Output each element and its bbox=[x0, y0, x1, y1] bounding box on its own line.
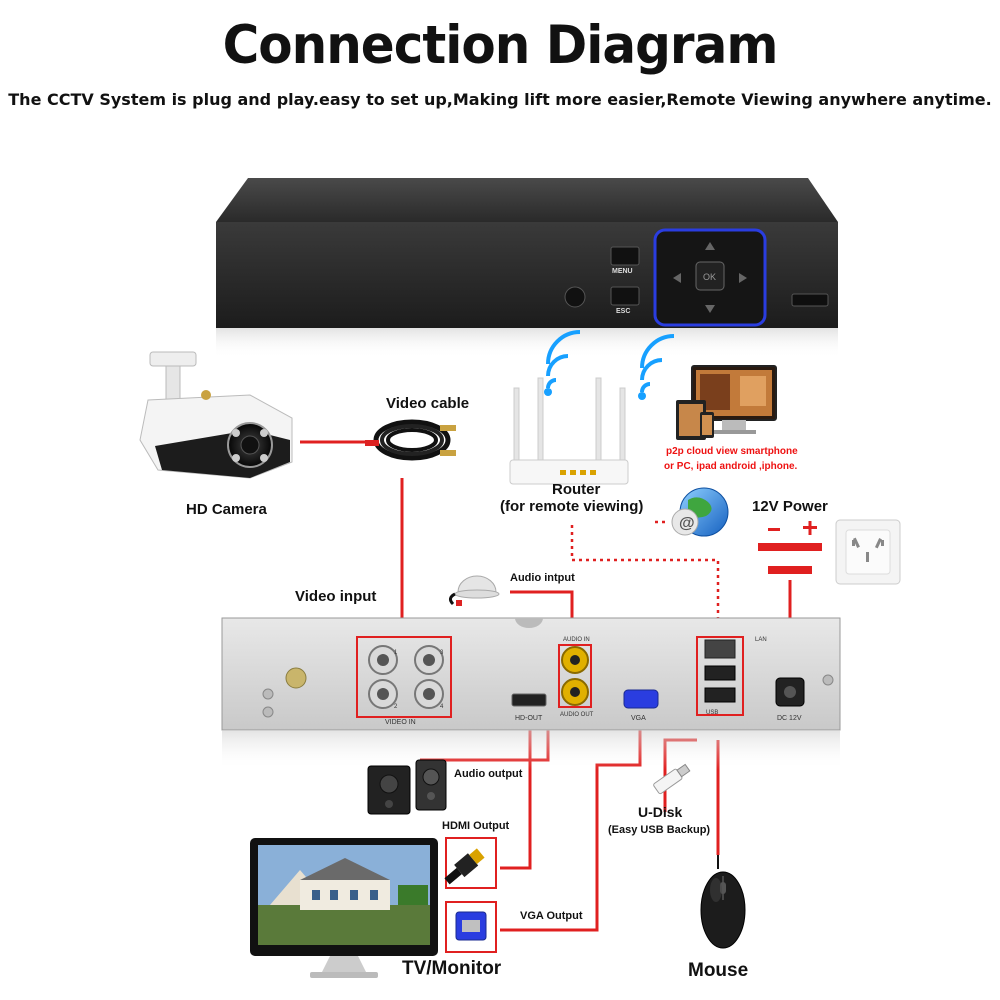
esc-button[interactable] bbox=[610, 286, 640, 306]
label-router: Router bbox=[552, 481, 601, 498]
bnc-number-3: 3 bbox=[440, 650, 444, 656]
bnc-number-4: 4 bbox=[440, 704, 444, 710]
wall-outlet-icon bbox=[835, 519, 901, 585]
menu-label: MENU bbox=[612, 268, 633, 275]
video-input-highlight bbox=[356, 636, 452, 718]
esc-label: ESC bbox=[616, 308, 630, 315]
coax-cable-icon bbox=[365, 419, 456, 461]
bullet-camera-icon bbox=[139, 351, 293, 479]
speaker-grille-icon bbox=[564, 286, 586, 308]
ok-button[interactable] bbox=[695, 261, 725, 291]
label-tv-monitor: TV/Monitor bbox=[402, 958, 502, 979]
dc-power-icon bbox=[758, 521, 822, 574]
wire-lan-dashed bbox=[570, 525, 720, 635]
label-vga-output: VGA Output bbox=[520, 910, 583, 922]
front-usb-slot bbox=[791, 293, 829, 307]
rear-hd-out-label: HD-OUT bbox=[515, 715, 543, 722]
label-p2p-line1: p2p cloud view smartphone bbox=[666, 446, 798, 457]
wifi-router-icon bbox=[509, 377, 629, 485]
rear-video-in-label: VIDEO IN bbox=[385, 719, 416, 726]
hdmi-connector-icon bbox=[444, 837, 497, 889]
speakers-icon bbox=[367, 759, 447, 815]
page-subtitle: The CCTV System is plug and play.easy to… bbox=[8, 90, 992, 109]
rear-vga-label: VGA bbox=[631, 715, 646, 722]
label-video-input: Video input bbox=[295, 588, 377, 605]
monitor-icon bbox=[250, 838, 438, 978]
page-title: Connection Diagram bbox=[222, 14, 779, 76]
menu-button[interactable] bbox=[610, 246, 640, 266]
vga-connector-icon bbox=[445, 901, 497, 953]
label-hd-camera: HD Camera bbox=[186, 501, 267, 518]
rear-audio-in-label: AUDIO IN bbox=[563, 637, 590, 643]
label-mouse: Mouse bbox=[688, 960, 749, 981]
label-audio-output: Audio output bbox=[454, 768, 523, 780]
wifi-signal-icon bbox=[546, 330, 675, 393]
label-p2p-line2: or PC, ipad android ,iphone. bbox=[664, 461, 798, 472]
rear-lan-label: LAN bbox=[755, 637, 767, 643]
label-12v-power: 12V Power bbox=[752, 498, 828, 515]
rear-usb-label: USB bbox=[706, 710, 718, 716]
label-hdmi-output: HDMI Output bbox=[442, 820, 510, 832]
label-audio-input: Audio intput bbox=[510, 572, 575, 584]
label-router-note: (for remote viewing) bbox=[500, 498, 644, 515]
microphone-icon bbox=[448, 575, 500, 606]
usb-drive-icon bbox=[653, 763, 691, 795]
bnc-number-1: 1 bbox=[394, 650, 398, 656]
bnc-video-inputs bbox=[368, 645, 444, 709]
multi-device-icon bbox=[676, 365, 777, 440]
svg-text:@: @ bbox=[679, 515, 695, 532]
rear-audio-out-label: AUDIO OUT bbox=[560, 712, 594, 718]
dvr-front-unit bbox=[216, 178, 838, 358]
mouse-icon bbox=[700, 855, 746, 949]
label-video-cable: Video cable bbox=[386, 395, 470, 412]
internet-globe-icon: @ bbox=[671, 487, 729, 537]
rear-dc12v-label: DC 12V bbox=[777, 715, 802, 722]
bnc-number-2: 2 bbox=[394, 704, 398, 710]
label-udisk: U-Disk bbox=[638, 804, 683, 820]
ok-label: OK bbox=[703, 272, 716, 282]
dvr-rear-panel bbox=[221, 617, 841, 770]
label-udisk-note: (Easy USB Backup) bbox=[608, 824, 711, 836]
